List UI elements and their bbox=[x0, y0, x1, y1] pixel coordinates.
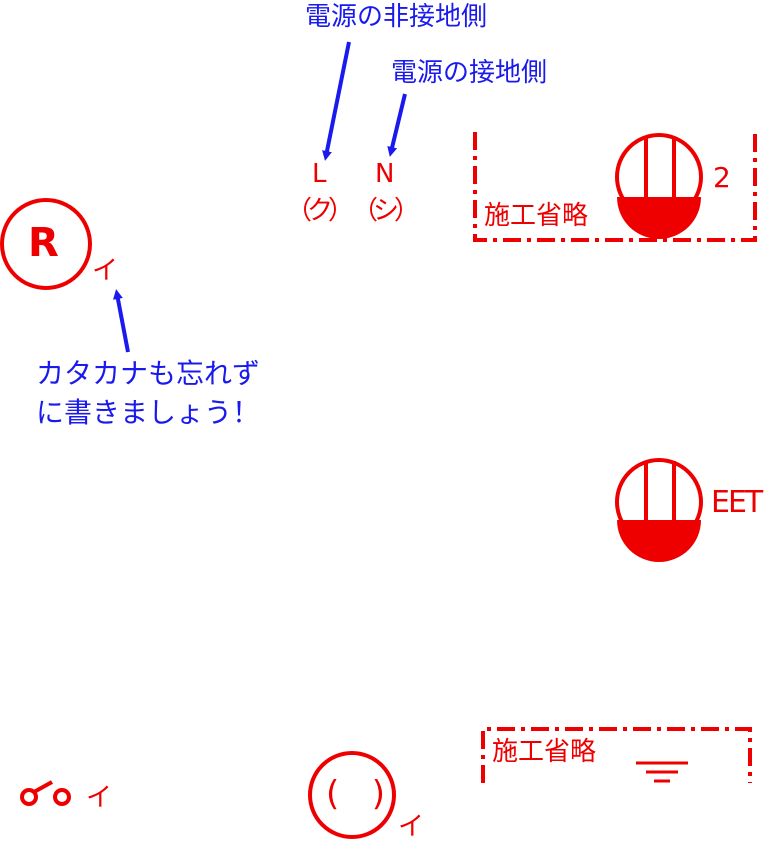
line-terminal-kana: （ク） bbox=[286, 196, 354, 226]
switch-icon bbox=[20, 780, 71, 806]
receptacle-r-icon bbox=[0, 198, 92, 290]
duplex-outlet-icon bbox=[615, 133, 703, 239]
grounded-side-label: 電源の接地側 bbox=[391, 58, 548, 88]
neutral-terminal-kana: （シ） bbox=[352, 196, 420, 226]
receptacle-kana: イ bbox=[92, 256, 119, 286]
arrow-icon bbox=[387, 93, 407, 157]
construction-omitted-label: 施工省略 bbox=[492, 737, 597, 767]
outlet-eet-label: EET bbox=[711, 485, 763, 520]
neutral-terminal-letter: N bbox=[375, 159, 395, 189]
line-terminal-letter: L bbox=[312, 159, 327, 189]
reminder-text-line2: に書きましょう！ bbox=[36, 396, 261, 429]
construction-omitted-label: 施工省略 bbox=[484, 201, 589, 231]
arrow-icon bbox=[322, 41, 351, 161]
duplex-outlet-eet-icon bbox=[615, 458, 703, 562]
receptacle-letter: R bbox=[28, 220, 59, 266]
ceiling-light-kana: イ bbox=[398, 812, 425, 842]
switch-kana: イ bbox=[86, 783, 113, 813]
reminder-text-line1: カタカナも忘れず bbox=[36, 357, 261, 390]
outlet-count-label: 2 bbox=[713, 161, 731, 194]
ceiling-light-parens: ( ) bbox=[326, 774, 385, 814]
omitted-area-border bbox=[473, 132, 757, 242]
arrow-icon bbox=[113, 289, 130, 353]
ceiling-light-icon bbox=[308, 751, 396, 839]
ground-icon bbox=[636, 761, 688, 783]
omitted-area-border bbox=[481, 727, 752, 783]
ungrounded-side-label: 電源の非接地側 bbox=[305, 2, 488, 32]
